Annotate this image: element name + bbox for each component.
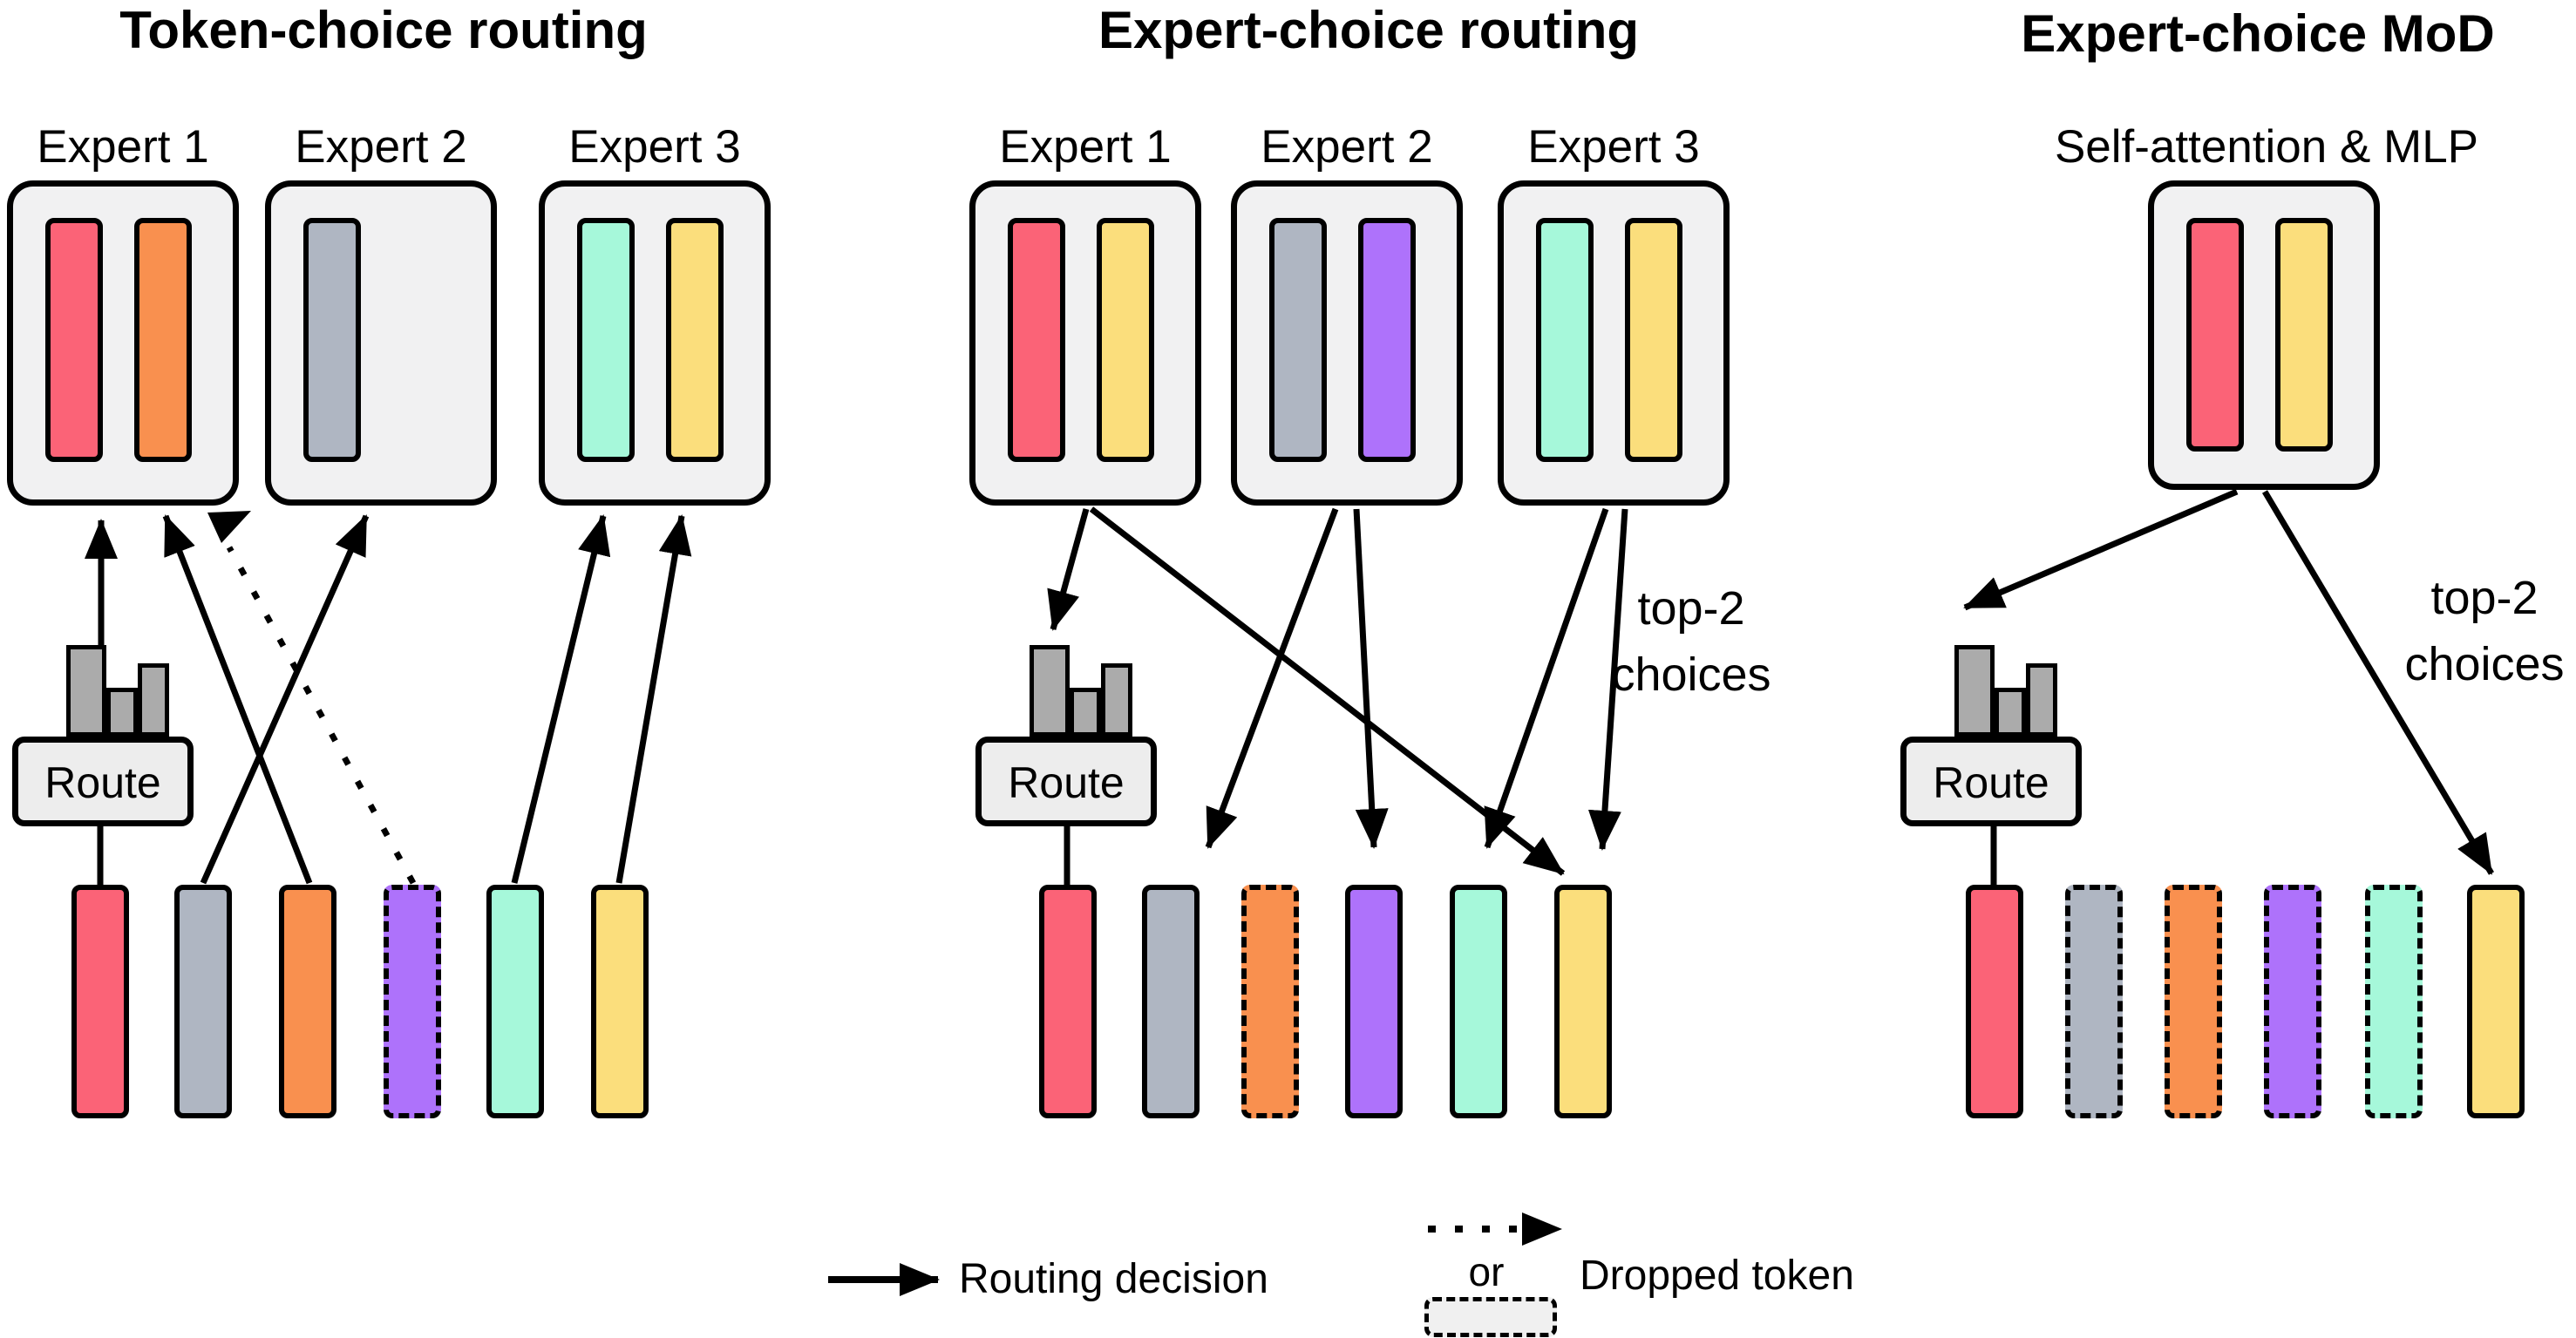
expert3-slot-bar <box>1536 218 1594 462</box>
token-red <box>1039 885 1097 1118</box>
arrow-mint-token-to-expert3 <box>511 514 611 884</box>
histogram-bar <box>1954 645 1995 737</box>
token-yellow <box>591 885 649 1118</box>
dropped-arrowhead-icon <box>207 511 251 543</box>
legend-or-label: or <box>1468 1249 1505 1294</box>
arrow-orange-token-to-expert1 <box>162 514 313 885</box>
expert1-slot-bar <box>45 218 103 462</box>
route-box: Route <box>975 737 1157 826</box>
panel-title-expert-choice-mod: Expert-choice MoD <box>2021 4 2495 63</box>
self-attention-mlp-label: Self-attention & MLP <box>2054 121 2479 173</box>
expert2-label: Expert 2 <box>1261 121 1433 173</box>
token-mint <box>486 885 544 1118</box>
expert3-label: Expert 3 <box>568 121 741 173</box>
token-mint <box>1450 885 1507 1118</box>
arrow-expert3-to-yellow-token <box>1587 508 1628 851</box>
arrow-expert3-to-mint-token <box>1484 507 1609 849</box>
route-box: Route <box>12 737 194 826</box>
arrow-yellow-token-to-expert3 <box>615 514 692 884</box>
token-mint-dropped <box>2365 885 2423 1118</box>
token-gray-dropped <box>2065 885 2123 1118</box>
token-orange-dropped <box>2165 885 2222 1118</box>
token-purple-dropped <box>2264 885 2321 1118</box>
expert2-slot-bar <box>1358 218 1416 462</box>
arrow-expert2-to-purple-token <box>1353 508 1389 849</box>
expert3-slot-bar <box>1625 218 1682 462</box>
expert3-slot-bar <box>577 218 635 462</box>
route-box: Route <box>1900 737 2082 826</box>
top2-choices-annotation: top-2 choices <box>2404 572 2565 690</box>
expert1-label: Expert 1 <box>999 121 1172 173</box>
histogram-bar <box>1030 645 1070 737</box>
expert1-label: Expert 1 <box>37 121 209 173</box>
expert2-label: Expert 2 <box>295 121 467 173</box>
arrow-gray-token-to-expert2 <box>200 514 370 885</box>
histogram-bar <box>1070 688 1101 737</box>
block-slot-bar <box>2186 218 2244 452</box>
expert1-slot-bar <box>1008 218 1065 462</box>
top2-choices-annotation: top-2 choices <box>1611 582 1771 701</box>
token-yellow <box>2467 885 2525 1118</box>
panel-title-expert-choice: Expert-choice routing <box>1098 1 1640 59</box>
token-red <box>1966 885 2023 1118</box>
arrow-block-to-yellow-token <box>2261 490 2495 875</box>
block-slot-bar <box>2275 218 2333 452</box>
expert1-slot-bar <box>1097 218 1154 462</box>
histogram-bar <box>66 645 106 737</box>
token-purple <box>1345 885 1403 1118</box>
token-yellow <box>1554 885 1612 1118</box>
arrow-expert1-to-yellow-token <box>1089 506 1566 876</box>
token-gray <box>174 885 232 1118</box>
token-orange <box>279 885 336 1118</box>
arrow-block-to-route <box>1963 488 2239 611</box>
legend-routing-decision-label: Routing decision <box>959 1256 1268 1302</box>
panel-title-token-choice: Token-choice routing <box>119 1 648 59</box>
token-gray <box>1142 885 1200 1118</box>
expert3-label: Expert 3 <box>1527 121 1700 173</box>
legend-dropped-token-box <box>1424 1297 1557 1337</box>
expert2-slot-bar <box>303 218 361 462</box>
expert1-slot-bar <box>134 218 192 462</box>
token-purple-dropped <box>384 885 441 1118</box>
legend-dropped-token-label: Dropped token <box>1580 1253 1854 1299</box>
arrow-expert1-to-route <box>1047 508 1090 631</box>
histogram-bar <box>1101 663 1132 737</box>
histogram-bar <box>106 688 138 737</box>
legend-dotted-arrowhead-icon <box>1522 1212 1562 1246</box>
expert2-slot-bar <box>1269 218 1327 462</box>
arrow-expert2-to-gray-token <box>1205 507 1339 849</box>
expert3-slot-bar <box>666 218 724 462</box>
arrow-dropped-purple-token-dotted <box>226 546 417 885</box>
histogram-bar <box>2026 663 2057 737</box>
histogram-bar <box>1995 688 2026 737</box>
histogram-bar <box>138 663 169 737</box>
token-orange-dropped <box>1241 885 1299 1118</box>
